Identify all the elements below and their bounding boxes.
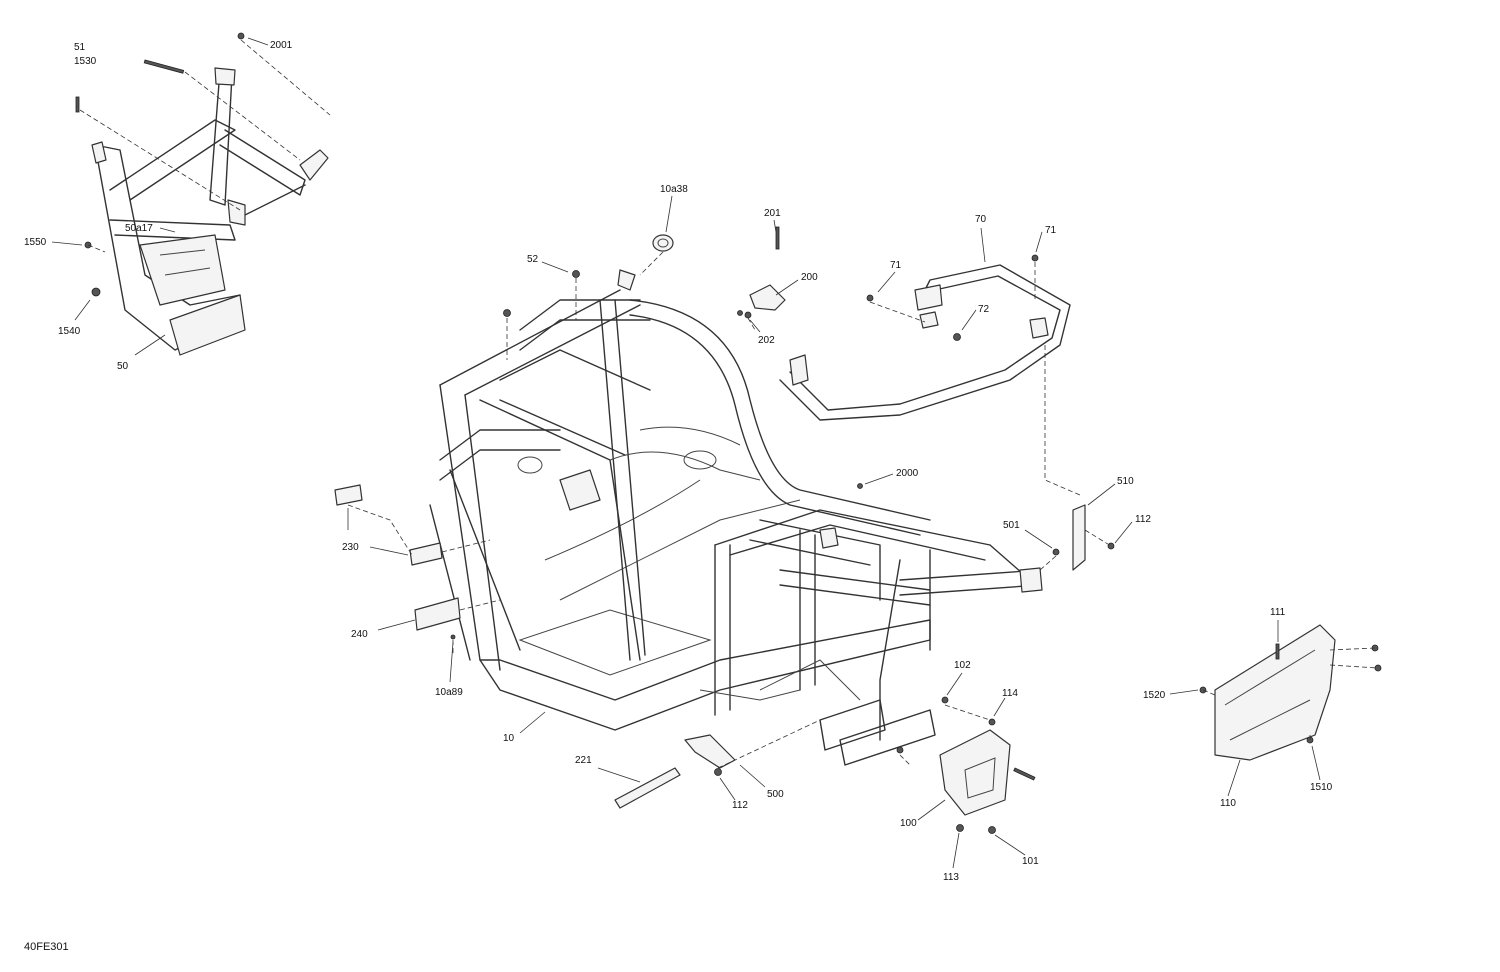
bracket-500 [684, 734, 736, 769]
callout-70: 70 [975, 214, 987, 225]
callout-501: 501 [1003, 520, 1020, 531]
callout-labels: 51 1530 2001 50a17 1550 1540 50 10a38 52… [24, 40, 1333, 883]
callout-114: 114 [1002, 688, 1018, 699]
callout-201: 201 [764, 208, 781, 219]
small-parts [75, 32, 1382, 834]
callout-50: 50 [117, 361, 129, 372]
pad-240 [414, 597, 461, 631]
callout-240: 240 [351, 629, 368, 640]
callout-2001: 2001 [270, 40, 293, 51]
callout-10a38: 10a38 [660, 184, 688, 195]
callout-102: 102 [954, 660, 971, 671]
callout-110: 110 [1220, 798, 1236, 809]
callout-113: 113 [943, 872, 959, 883]
plate-221 [614, 767, 681, 809]
callout-1510: 1510 [1310, 782, 1333, 793]
callout-52: 52 [527, 254, 539, 265]
callout-111: 111 [1270, 607, 1286, 618]
callout-10a89: 10a89 [435, 687, 463, 698]
leader-lines [51, 37, 1321, 869]
callout-1540: 1540 [58, 326, 81, 337]
mount-100 [939, 729, 1011, 816]
assembly-lines [79, 39, 1379, 769]
bracket-200 [749, 284, 786, 311]
callout-200: 200 [801, 272, 818, 283]
callout-71-right: 71 [1045, 225, 1057, 236]
bumper-110 [1214, 624, 1336, 761]
callout-112-right: 112 [1135, 514, 1151, 525]
callout-2000: 2000 [896, 468, 919, 479]
callout-72: 72 [978, 304, 990, 315]
callout-1550: 1550 [24, 237, 47, 248]
callout-1520: 1520 [1143, 690, 1166, 701]
pad-230-upper [334, 484, 363, 506]
callout-230: 230 [342, 542, 359, 553]
callout-10: 10 [503, 733, 515, 744]
diagram-reference: 40FE301 [24, 941, 69, 953]
callout-50a17: 50a17 [125, 223, 153, 234]
main-frame [429, 269, 1043, 766]
callout-1530: 1530 [74, 56, 97, 67]
callout-202: 202 [758, 335, 775, 346]
grommet-10a38 [652, 234, 674, 252]
callout-510: 510 [1117, 476, 1134, 487]
callout-112-bottom: 112 [732, 800, 748, 811]
callout-100: 100 [900, 818, 917, 829]
bracket-510 [1072, 504, 1086, 571]
callout-221: 221 [575, 755, 592, 766]
front-subframe [91, 67, 329, 356]
pad-230-lower [409, 542, 443, 566]
callout-101: 101 [1022, 856, 1039, 867]
rear-rack [779, 264, 1071, 421]
callout-51: 51 [74, 42, 86, 53]
callout-71-left: 71 [890, 260, 902, 271]
callout-500: 500 [767, 789, 784, 800]
